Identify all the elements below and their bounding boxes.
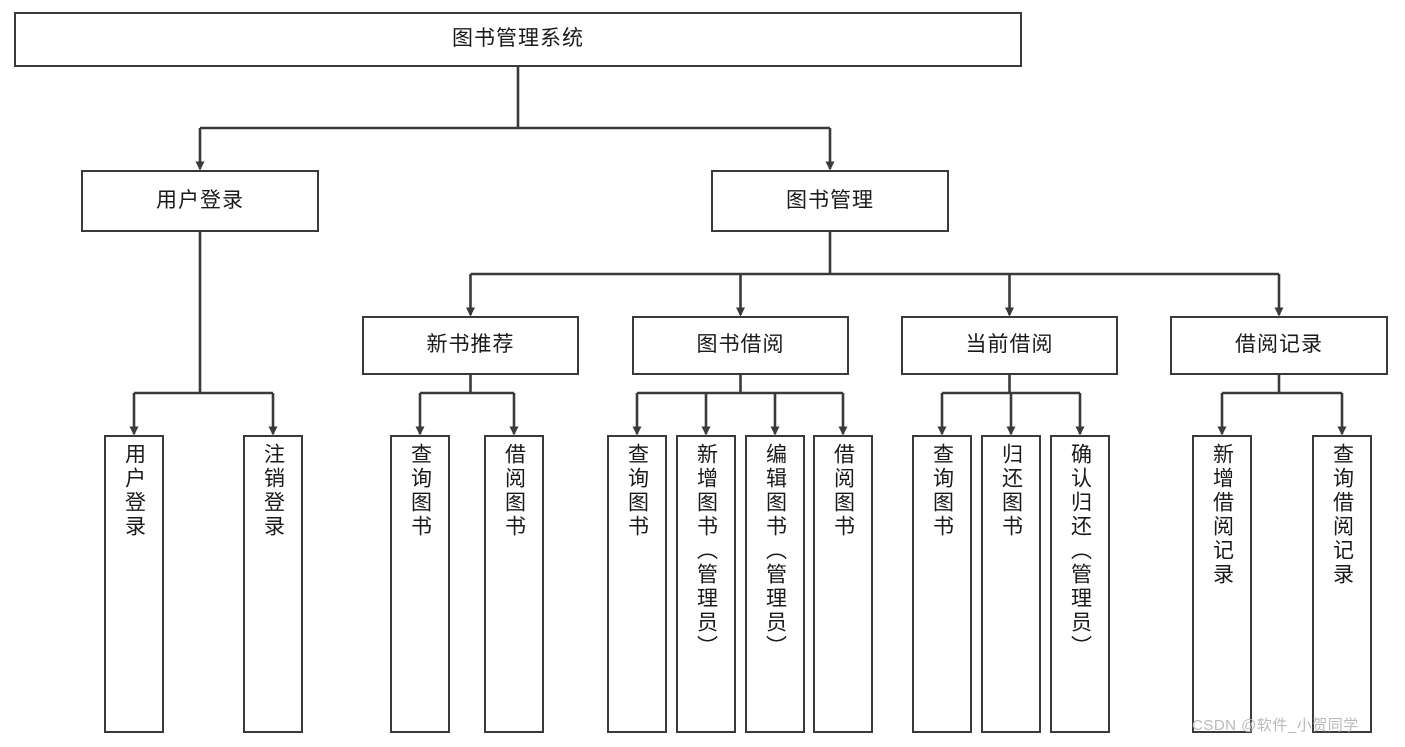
node-label: 当前借阅 (965, 333, 1054, 357)
leaf-query-book-current[interactable]: 查询图书 (912, 435, 972, 733)
leaf-add-book-admin[interactable]: 新增图书（管理员） (676, 435, 736, 733)
leaf-add-borrow-record[interactable]: 新增借阅记录 (1192, 435, 1252, 733)
node-label: 图书管理系统 (452, 27, 584, 51)
node-borrow-records[interactable]: 借阅记录 (1170, 316, 1388, 375)
leaf-logout[interactable]: 注销登录 (243, 435, 303, 733)
node-label: 借阅图书 (831, 443, 855, 539)
leaf-query-borrow-record[interactable]: 查询借阅记录 (1312, 435, 1372, 733)
leaf-return-book[interactable]: 归还图书 (981, 435, 1041, 733)
node-label: 注销登录 (261, 443, 285, 539)
node-label: 新书推荐 (426, 333, 515, 357)
node-label: 新增借阅记录 (1210, 443, 1234, 587)
node-label: 借阅图书 (502, 443, 526, 539)
leaf-borrow-book[interactable]: 借阅图书 (813, 435, 873, 733)
node-label: 查询图书 (930, 443, 954, 539)
node-label: 图书借阅 (696, 333, 785, 357)
node-book-borrow[interactable]: 图书借阅 (632, 316, 849, 375)
leaf-query-book-recommend[interactable]: 查询图书 (390, 435, 450, 733)
node-label: 查询图书 (408, 443, 432, 539)
leaf-confirm-return-admin[interactable]: 确认归还（管理员） (1050, 435, 1110, 733)
node-book-management-module[interactable]: 图书管理 (711, 170, 949, 232)
node-label: 新增图书（管理员） (694, 443, 718, 659)
node-label: 编辑图书（管理员） (763, 443, 787, 659)
node-user-login-module[interactable]: 用户登录 (81, 170, 319, 232)
leaf-query-book-borrow[interactable]: 查询图书 (607, 435, 667, 733)
node-label: 查询借阅记录 (1330, 443, 1354, 587)
node-label: 图书管理 (786, 188, 874, 212)
node-label: 借阅记录 (1235, 333, 1323, 357)
node-label: 查询图书 (625, 443, 649, 539)
node-label: 用户登录 (156, 188, 244, 212)
node-root[interactable]: 图书管理系统 (14, 12, 1022, 67)
leaf-borrow-book-recommend[interactable]: 借阅图书 (484, 435, 544, 733)
node-label: 用户登录 (122, 443, 146, 539)
node-new-book-recommend[interactable]: 新书推荐 (362, 316, 579, 375)
node-label: 确认归还（管理员） (1068, 443, 1092, 659)
watermark: CSDN @软件_小贺同学 (1192, 717, 1359, 734)
node-current-borrow[interactable]: 当前借阅 (901, 316, 1118, 375)
leaf-user-login[interactable]: 用户登录 (104, 435, 164, 733)
node-label: 归还图书 (999, 443, 1023, 539)
leaf-edit-book-admin[interactable]: 编辑图书（管理员） (745, 435, 805, 733)
